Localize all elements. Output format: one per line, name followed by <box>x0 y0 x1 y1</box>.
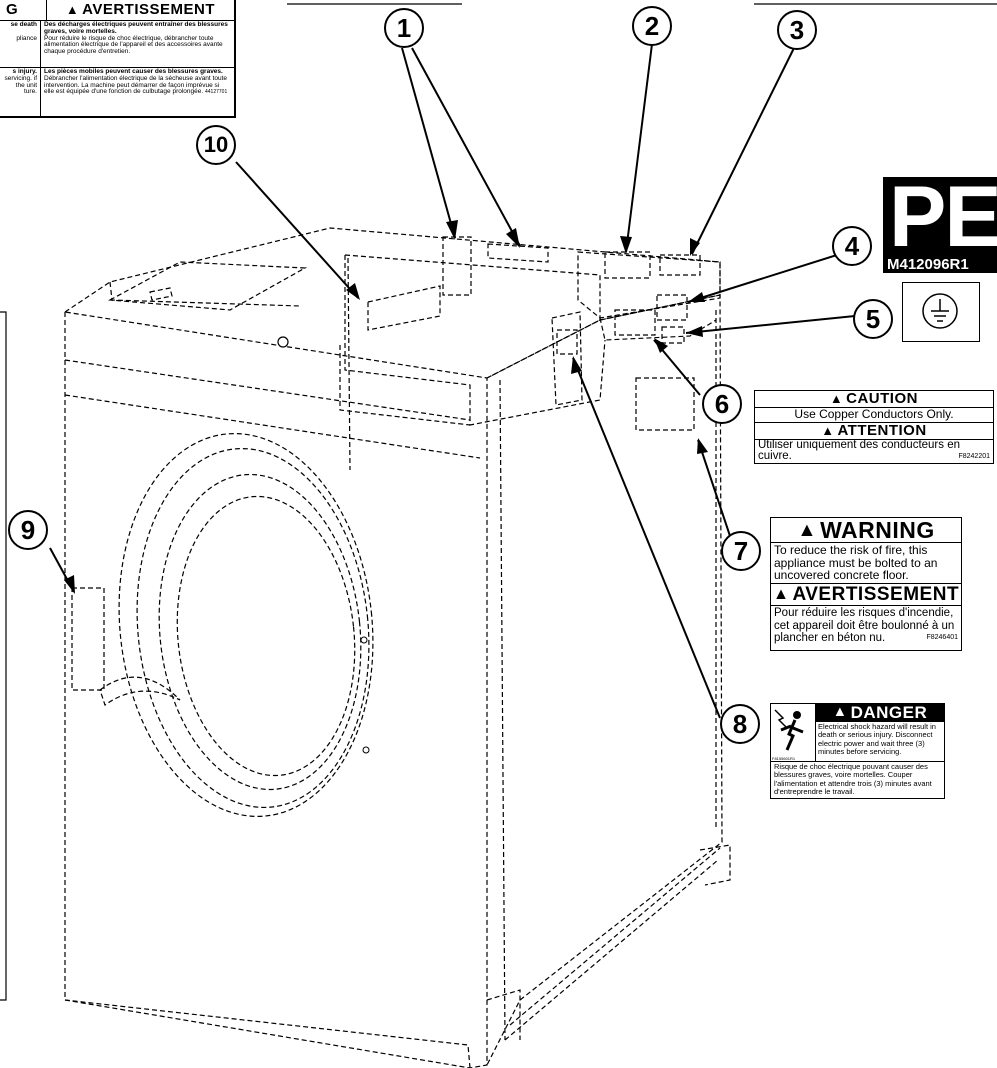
warning-code: F8246401 <box>926 634 958 641</box>
caution-text: Use Copper Conductors Only. <box>755 408 993 423</box>
top-label-cell1-left: se death pliance <box>0 21 41 67</box>
danger-title: ▲DANGER <box>816 704 944 722</box>
pe-letters: PE <box>889 177 997 265</box>
callout-6: 6 <box>702 384 742 424</box>
warning-triangle-icon: ▲ <box>65 2 80 18</box>
callout-5: 5 <box>853 299 893 339</box>
pe-label: PE M412096R1 <box>883 177 997 273</box>
callout-4: 4 <box>832 226 872 266</box>
top-label-title-text: AVERTISSEMENT <box>82 1 216 19</box>
top-label-cell2-right: Les pièces mobiles peuvent causer des bl… <box>41 68 234 116</box>
top-label-cell2-left-bold: s injury. <box>12 68 37 75</box>
attention-text-body: Utiliser uniquement des conducteurs en c… <box>758 439 961 462</box>
avertissement-text-body: Pour réduire les risques d'incendie, cet… <box>774 607 955 644</box>
callout-9: 9 <box>8 510 48 550</box>
callout-7: 7 <box>721 531 761 571</box>
warning-triangle-icon: ▲ <box>821 423 835 439</box>
top-label-cell2-left: s injury.servicing. if the unit ture. <box>0 68 41 116</box>
avertissement-title-text: AVERTISSEMENT <box>792 583 960 605</box>
danger-code: F8155601R1 <box>772 755 796 761</box>
caution-title: ▲CAUTION <box>755 391 993 408</box>
top-avertissement-label: G ▲AVERTISSEMENT se death pliance Des déc… <box>0 0 236 118</box>
top-label-cell2-text: Débrancher l'alimentation électrique de … <box>44 74 227 96</box>
warning-title-text: WARNING <box>820 517 935 543</box>
avertissement-text: Pour réduire les risques d'incendie, cet… <box>771 606 961 646</box>
callout-2: 2 <box>632 6 672 46</box>
caution-title-text: CAUTION <box>846 390 918 408</box>
warning-title: ▲WARNING <box>771 518 961 543</box>
warning-triangle-icon: ▲ <box>830 391 844 407</box>
attention-title-text: ATTENTION <box>837 422 927 440</box>
danger-icon-cell: F8155601R1 <box>771 704 816 761</box>
top-label-right-title: ▲AVERTISSEMENT <box>47 0 234 20</box>
ground-label <box>902 282 980 342</box>
warning-triangle-icon: ▲ <box>797 518 818 541</box>
danger-label: F8155601R1 ▲DANGER Electrical shock haza… <box>770 703 945 799</box>
top-label-cell1-right: Des décharges électriques peuvent entraî… <box>41 21 234 67</box>
top-label-cell1-bold: Des décharges électriques peuvent entraî… <box>44 21 228 35</box>
danger-text-en: Electrical shock hazard will result in d… <box>818 722 936 756</box>
top-label-cell1-text: Pour réduire le risque de choc électriqu… <box>44 34 223 56</box>
avertissement-title: ▲AVERTISSEMENT <box>771 584 961 606</box>
top-label-code: 44127701 <box>204 89 228 96</box>
top-label-left-title: G <box>0 0 47 20</box>
warning-text: To reduce the risk of fire, this applian… <box>771 543 961 584</box>
callout-1: 1 <box>384 8 424 48</box>
caution-label: ▲CAUTION Use Copper Conductors Only. ▲AT… <box>754 390 994 464</box>
warning-triangle-icon: ▲ <box>832 704 848 721</box>
pe-code: M412096R1 <box>887 256 969 273</box>
top-label-cell2-bold: Les pièces mobiles peuvent causer des bl… <box>44 68 223 75</box>
top-label-cell2-left-text: servicing. if the unit ture. <box>4 74 37 96</box>
top-label-cell1-left-b: pliance <box>16 34 37 42</box>
danger-title-text: DANGER <box>850 703 928 723</box>
danger-text-fr: Risque de choc électrique pouvant causer… <box>774 762 932 796</box>
caution-code: F8242201 <box>958 453 990 460</box>
warning-label: ▲WARNING To reduce the risk of fire, thi… <box>770 517 962 651</box>
top-label-cell1-left-text: se death <box>10 21 37 28</box>
callout-10: 10 <box>196 125 236 165</box>
callout-3: 3 <box>777 10 817 50</box>
callout-8: 8 <box>720 704 760 744</box>
attention-title: ▲ATTENTION <box>755 423 993 440</box>
attention-text: Utiliser uniquement des conducteurs en c… <box>755 439 993 462</box>
warning-triangle-icon: ▲ <box>772 585 790 604</box>
electric-shock-icon <box>774 709 804 751</box>
ground-symbol-icon <box>922 293 958 329</box>
